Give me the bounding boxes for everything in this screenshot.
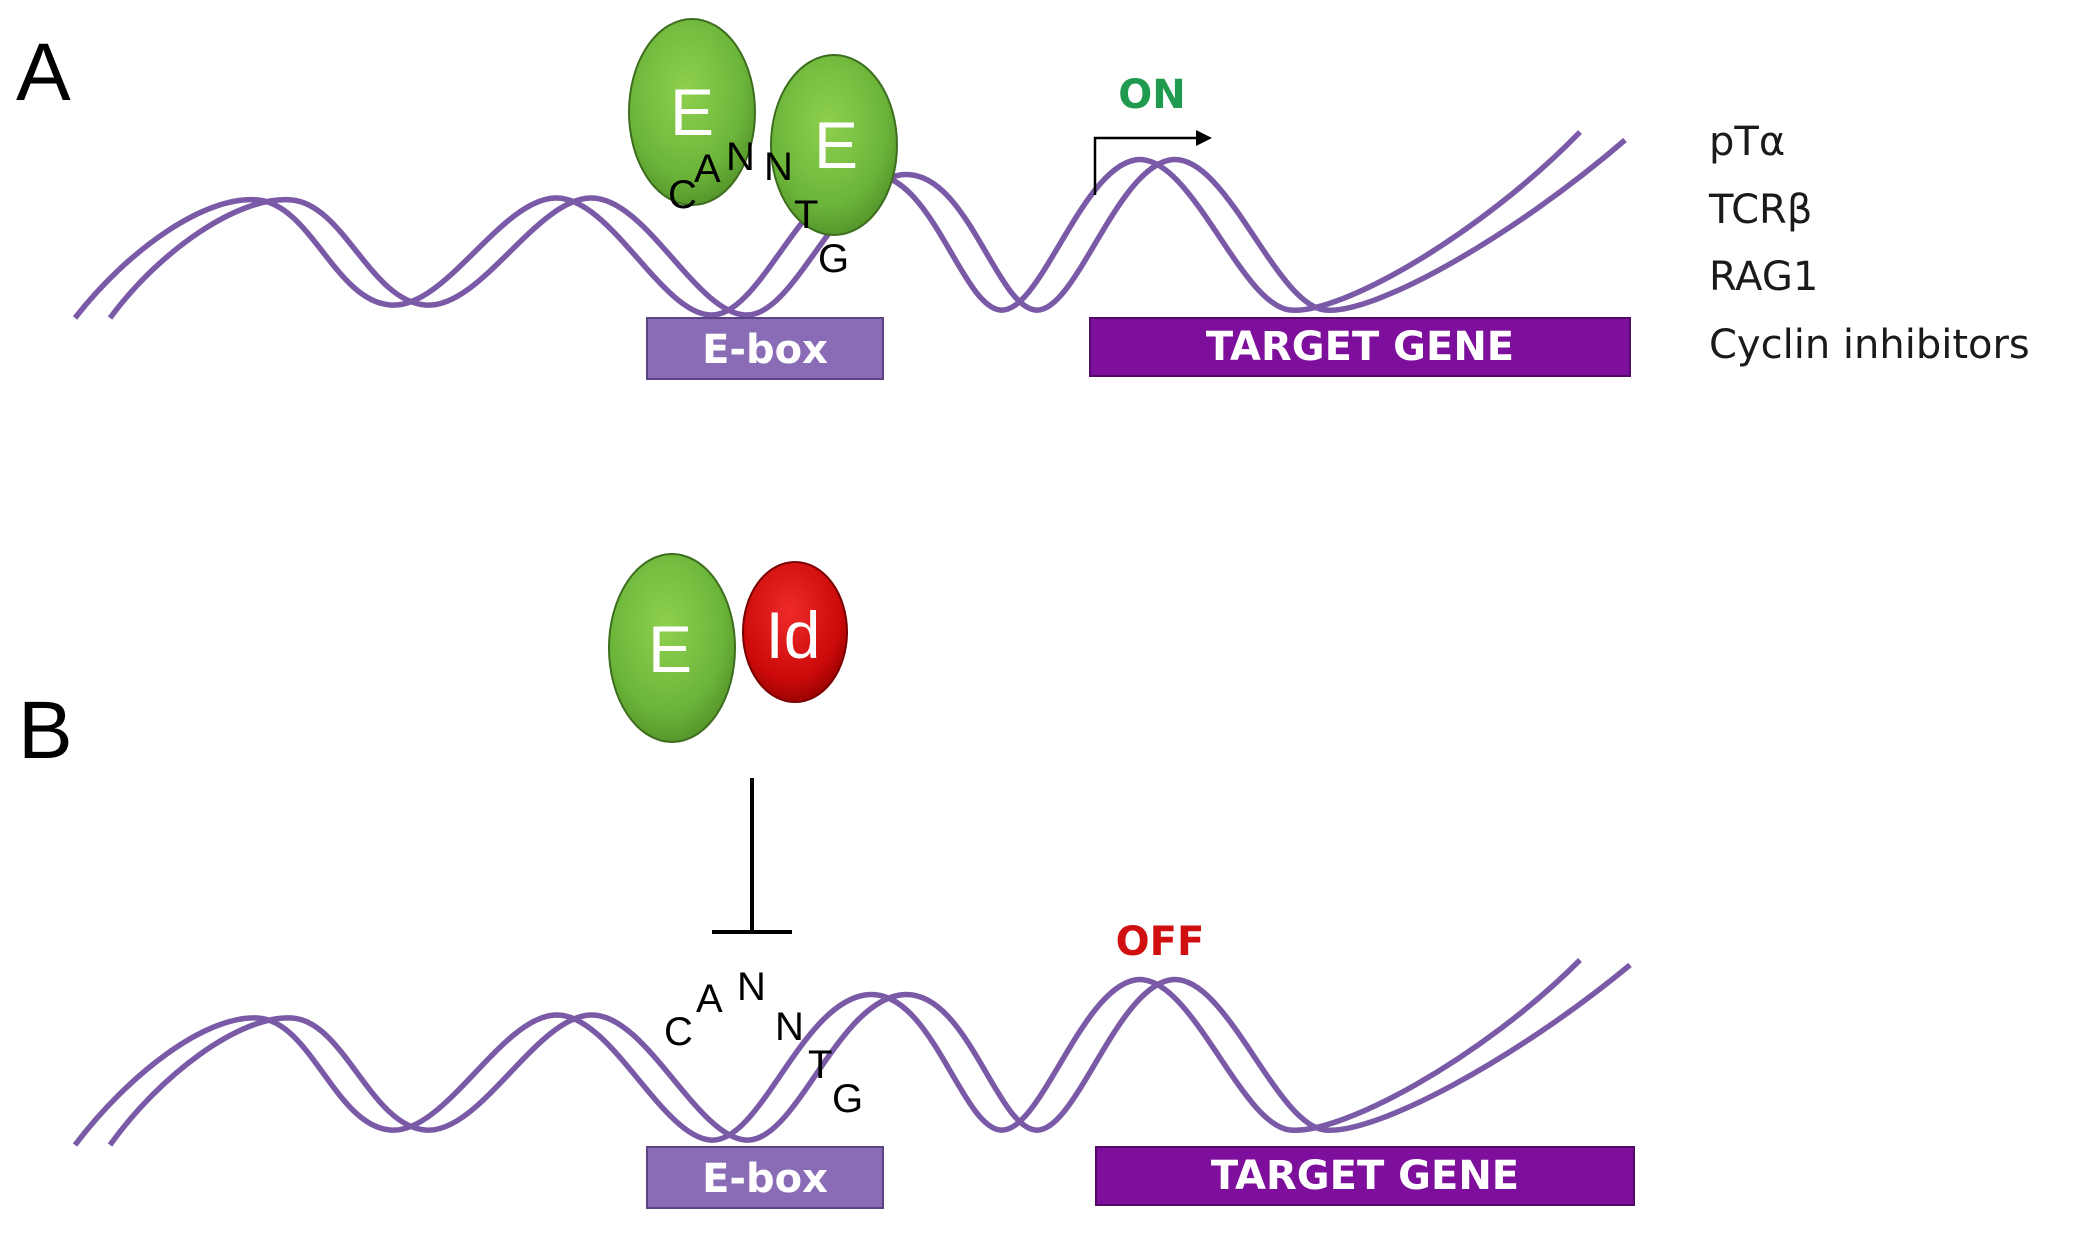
seq-a-a: A bbox=[694, 147, 721, 191]
e-protein-b bbox=[608, 553, 736, 743]
seq-a-g: G bbox=[818, 237, 849, 281]
id-protein bbox=[742, 561, 848, 703]
target-gene-list-item: RAG1 bbox=[1709, 254, 1818, 300]
seq-b-g: G bbox=[832, 1077, 863, 1121]
seq-a-t: T bbox=[794, 193, 818, 237]
ebox-a-label: E-box bbox=[702, 327, 828, 373]
state-off-label: OFF bbox=[1116, 919, 1205, 965]
seq-b-c: C bbox=[664, 1010, 693, 1054]
dna-strand-2 bbox=[107, 962, 1632, 1147]
transcription-arrowhead bbox=[1196, 130, 1212, 146]
target-gene-b bbox=[1095, 1146, 1635, 1206]
seq-b-n1: N bbox=[737, 965, 766, 1009]
seq-b-a: A bbox=[696, 977, 723, 1021]
seq-a-n2: N bbox=[764, 145, 793, 189]
panel-a: A E E C A N N T G ON E-box TARGET GENE p… bbox=[16, 18, 2030, 380]
ebox-a bbox=[646, 317, 884, 380]
panel-b-letter: B bbox=[18, 685, 73, 776]
seq-b-t: T bbox=[808, 1043, 832, 1087]
target-gene-b-label: TARGET GENE bbox=[1211, 1153, 1519, 1199]
id-protein-label: Id bbox=[765, 598, 820, 672]
e-protein-2 bbox=[770, 54, 898, 236]
target-gene-list-item: TCRβ bbox=[1708, 187, 1812, 233]
ebox-b bbox=[646, 1146, 884, 1209]
target-gene-list-item: Cyclin inhibitors bbox=[1709, 322, 2030, 368]
target-gene-list-item: pTα bbox=[1709, 119, 1785, 165]
target-gene-a-label: TARGET GENE bbox=[1206, 324, 1514, 370]
state-on-label: ON bbox=[1118, 72, 1185, 118]
e-protein-b-label: E bbox=[648, 612, 692, 686]
dna-strand-1 bbox=[72, 958, 1582, 1147]
e-protein-2-label: E bbox=[814, 108, 858, 182]
e-protein-1-label: E bbox=[670, 75, 714, 149]
seq-a-c: C bbox=[668, 173, 697, 217]
target-gene-a bbox=[1089, 317, 1631, 377]
transcription-arrow bbox=[1093, 136, 1200, 195]
e-protein-1 bbox=[628, 18, 756, 206]
seq-b-n2: N bbox=[775, 1005, 804, 1049]
ebox-b-label: E-box bbox=[702, 1156, 828, 1202]
seq-a-n1: N bbox=[726, 135, 755, 179]
panel-a-letter: A bbox=[16, 27, 71, 118]
panel-b: B E Id OFF C A N N T G E-box TARGET GENE bbox=[18, 553, 1635, 1209]
